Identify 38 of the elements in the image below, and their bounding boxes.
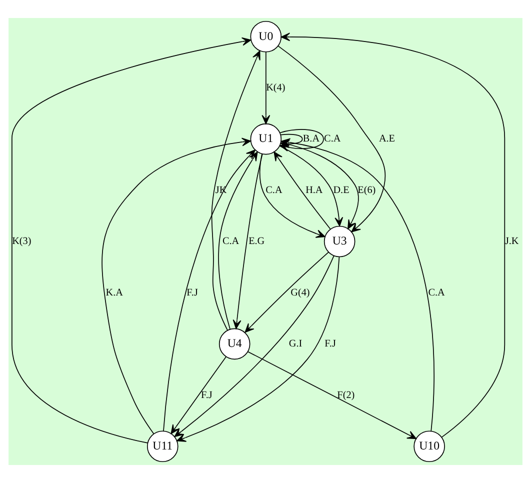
arrow bbox=[170, 356, 226, 434]
edge-label: K(3) bbox=[12, 236, 32, 248]
edge-label: C.A bbox=[222, 236, 240, 248]
arrow bbox=[232, 154, 263, 330]
edge-label: E.G bbox=[248, 236, 265, 248]
edge-label: F.J bbox=[186, 287, 198, 298]
edge-label: C.A bbox=[428, 287, 445, 298]
edge-label: H.A bbox=[306, 184, 323, 196]
edge-label: F.J bbox=[201, 390, 212, 401]
arrow bbox=[12, 37, 252, 444]
edge-label: F(2) bbox=[337, 390, 355, 401]
node-circle: U3 bbox=[324, 226, 356, 258]
node-circle: U10 bbox=[414, 430, 445, 462]
arrow bbox=[259, 154, 326, 238]
node-circle: U0 bbox=[250, 20, 282, 52]
edge-label: D.E bbox=[333, 184, 350, 196]
arrow bbox=[279, 146, 344, 226]
arrow bbox=[211, 50, 260, 331]
arrow bbox=[218, 152, 258, 330]
edge-label: K.A bbox=[106, 287, 123, 298]
node-circle: U1 bbox=[250, 123, 282, 155]
node-circle: U11 bbox=[146, 430, 178, 462]
arrow bbox=[262, 51, 270, 124]
arrow bbox=[244, 252, 329, 333]
edge-label: C.A bbox=[266, 184, 282, 196]
edge-label: J.K bbox=[504, 236, 519, 248]
edge-label: G.I bbox=[288, 338, 302, 350]
edge-label: C.A bbox=[324, 134, 341, 145]
arrow bbox=[248, 351, 417, 440]
edge-label: K(4) bbox=[266, 82, 286, 94]
edge-label: F.J bbox=[324, 338, 336, 350]
node-circle: U4 bbox=[218, 328, 250, 360]
edge-label: A.E bbox=[378, 134, 396, 145]
arrow bbox=[102, 138, 252, 434]
edge-label: G(4) bbox=[290, 287, 310, 298]
edge-label: E(6) bbox=[358, 184, 376, 196]
arrow bbox=[274, 152, 331, 230]
edge-label: B.A bbox=[302, 134, 320, 145]
